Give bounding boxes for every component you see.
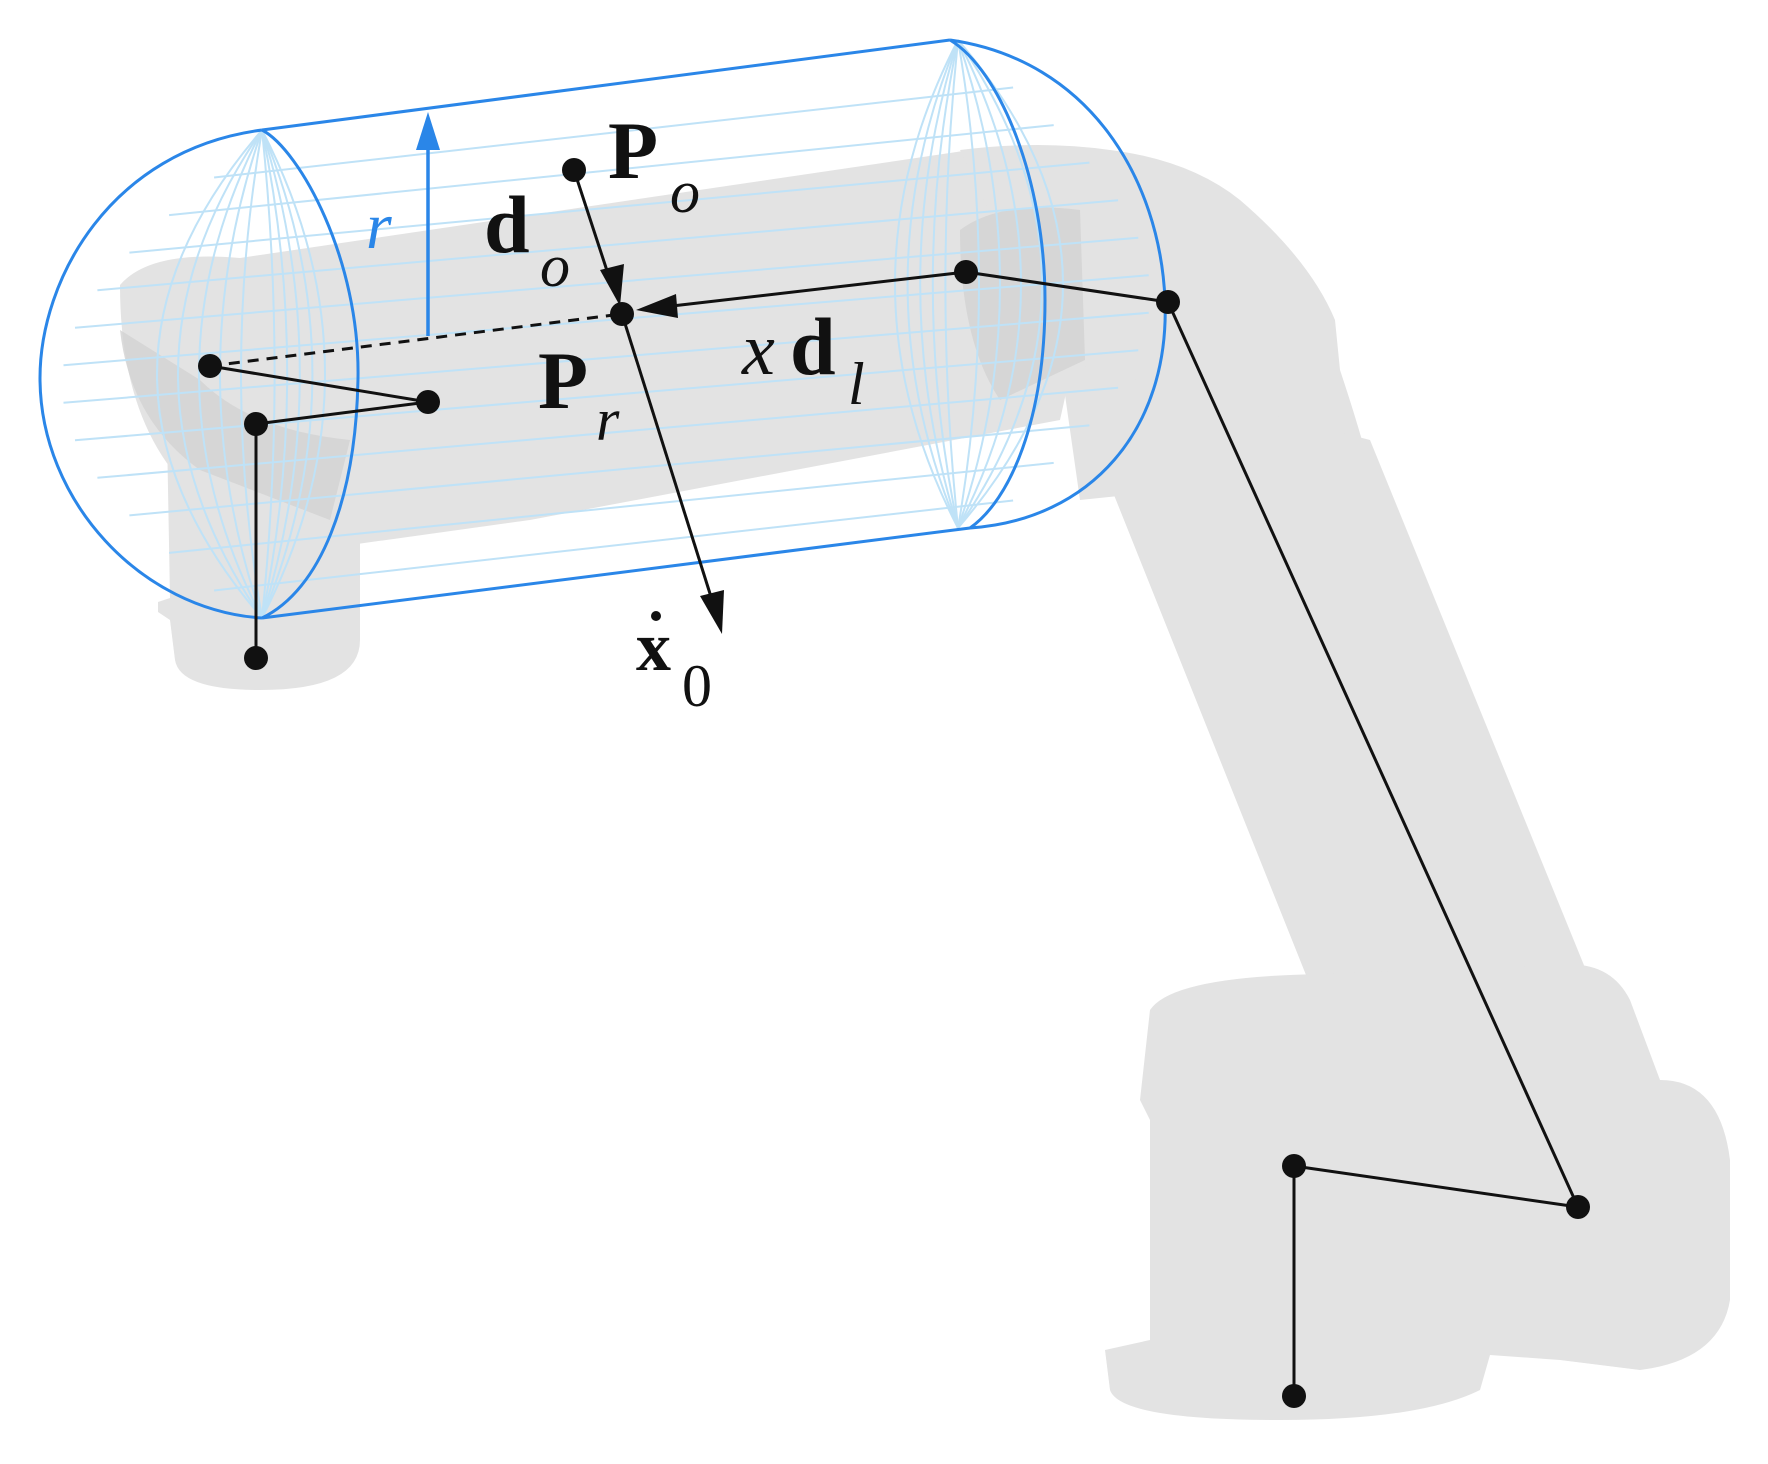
link-wrist-offset	[255, 400, 429, 426]
wireframe-meridian	[156, 129, 263, 619]
joint-base-1	[1282, 1154, 1306, 1178]
joint-wrist-2	[416, 390, 440, 414]
wireframe-meridian	[177, 129, 263, 619]
label-xdot-main: x	[636, 609, 671, 686]
joint-wrist-3	[198, 354, 222, 378]
wireframe-meridian	[219, 129, 263, 619]
do-vector	[572, 169, 614, 287]
capsule-bottom-edge	[261, 526, 971, 620]
point-po	[562, 158, 586, 182]
robot-silhouette	[120, 145, 1730, 1420]
joint-shoulder	[1566, 1195, 1590, 1219]
capsule-left-cap	[38, 128, 263, 620]
label-xdl-sub: l	[848, 351, 865, 417]
label-do-main: d	[484, 179, 530, 270]
capsule-axis-dashed	[209, 312, 623, 368]
link-forearm	[965, 270, 1169, 304]
wireframe-meridian	[261, 129, 314, 619]
wireframe-meridian	[957, 39, 1001, 529]
link-wrist-return	[209, 364, 429, 404]
joint-base-bottom	[244, 646, 268, 670]
wireframe-meridian	[261, 129, 289, 619]
wireframe-meridian	[240, 129, 263, 619]
wireframe-line	[63, 274, 1149, 367]
capsule-right-ring	[949, 38, 1047, 530]
wireframe-meridian	[261, 129, 276, 619]
label-xdot-sub: 0	[682, 653, 712, 719]
wireframe-meridian	[957, 39, 1022, 529]
wireframe-meridian	[931, 39, 959, 529]
wireframe-meridian	[894, 39, 959, 529]
label-pr-sub: r	[596, 387, 620, 453]
label-do-sub: o	[540, 233, 570, 299]
label-po-main: P	[608, 105, 658, 196]
xdl-vector	[671, 270, 967, 308]
joint-wrist-1	[244, 412, 268, 436]
point-pr	[610, 302, 634, 326]
wireframe-meridian	[944, 39, 959, 529]
joint-elbow-1	[954, 260, 978, 284]
wireframe-line	[168, 461, 1054, 554]
wireframe-meridian	[261, 129, 326, 619]
wireframe-line	[63, 311, 1149, 404]
robot-forearm-link	[120, 146, 1080, 545]
wireframe-line	[129, 161, 1090, 254]
wireframe-line	[213, 86, 1014, 179]
do-arrowhead	[600, 264, 624, 306]
label-po-sub: o	[670, 159, 700, 225]
wireframe-meridian	[906, 39, 959, 529]
label-xdot-dot	[651, 611, 661, 621]
joint-base-2	[1282, 1384, 1306, 1408]
xdot-arrowhead	[700, 590, 724, 634]
radius-arrowhead	[416, 112, 440, 150]
label-xdl-coef: x	[741, 309, 775, 391]
label-xdl-main: d	[790, 301, 836, 392]
wireframe-line	[74, 236, 1139, 329]
label-radius: r	[366, 190, 392, 263]
wireframe-rings	[156, 39, 1064, 619]
link-shoulder-offset	[1293, 1164, 1579, 1209]
link-upper-arm	[1166, 301, 1580, 1208]
wireframe-line	[97, 199, 1119, 292]
wireframe-meridian	[261, 129, 301, 619]
joint-elbow-2	[1156, 290, 1180, 314]
wireframe-meridian	[957, 39, 980, 529]
xdl-arrowhead	[636, 294, 678, 318]
robot-skeleton	[209, 270, 1580, 1396]
wireframe-meridian	[198, 129, 263, 619]
robot-upper-arm-link	[1060, 360, 1590, 1060]
capsule-top-edge	[261, 38, 951, 132]
capsule-wireframe	[63, 39, 1149, 619]
xdot-vector	[620, 313, 714, 601]
label-pr-main: P	[538, 335, 588, 426]
wireframe-meridian	[957, 39, 1064, 529]
robot-shoulder-base	[1105, 964, 1730, 1420]
joint-points	[198, 158, 1590, 1408]
wireframe-meridian	[919, 39, 959, 529]
capsule-left-ring	[261, 128, 360, 620]
robot-elbow-shadow	[960, 207, 1085, 400]
wireframe-line	[213, 499, 1014, 592]
